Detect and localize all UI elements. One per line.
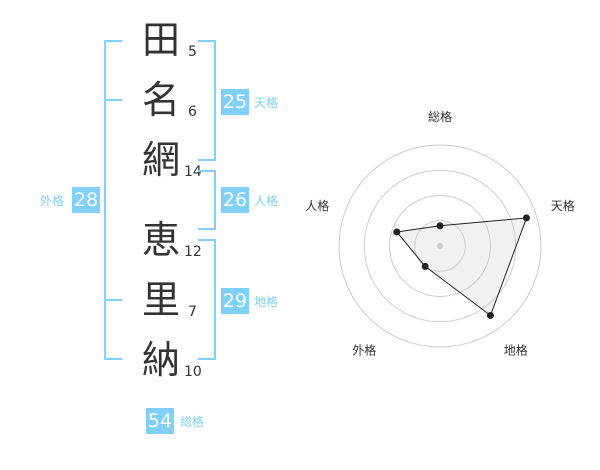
stroke-count-4: 12 bbox=[184, 244, 202, 260]
radar-axis-label: 外格 bbox=[352, 342, 376, 357]
radar-ring bbox=[389, 195, 491, 297]
gaikaku-bracket-tick bbox=[104, 99, 122, 101]
name-char-5: 里 bbox=[141, 278, 180, 322]
radar-polygon bbox=[395, 217, 528, 317]
chikaku-label: 地格 bbox=[254, 295, 279, 309]
radar-axis-label: 天格 bbox=[551, 198, 575, 213]
stroke-count-5: 7 bbox=[188, 304, 197, 320]
stroke-count-2: 6 bbox=[188, 104, 197, 120]
radar-axis-label: 総格 bbox=[428, 109, 452, 124]
radar-point bbox=[421, 262, 429, 270]
chikaku-badge: 29 bbox=[221, 288, 249, 314]
gaikaku-label: 外格 bbox=[40, 194, 65, 208]
radar-point bbox=[522, 214, 530, 222]
tenkaku-badge: 25 bbox=[221, 89, 249, 115]
gaikaku-bracket-tick bbox=[104, 299, 122, 301]
tenkaku-label: 天格 bbox=[254, 96, 279, 110]
chikaku-bracket bbox=[198, 239, 216, 360]
radar-ring bbox=[414, 220, 466, 272]
tenkaku-bracket bbox=[198, 40, 216, 161]
gaikaku-badge: 28 bbox=[72, 187, 100, 213]
name-char-1: 田 bbox=[141, 18, 180, 62]
soukaku-label: 総格 bbox=[180, 415, 205, 429]
stroke-count-1: 5 bbox=[188, 44, 197, 60]
stroke-count-6: 10 bbox=[184, 364, 202, 380]
radar-axis-label: 人格 bbox=[305, 198, 329, 213]
jinkaku-bracket bbox=[198, 170, 216, 230]
name-char-2: 名 bbox=[141, 78, 180, 122]
radar-point bbox=[486, 311, 494, 319]
name-char-3: 網 bbox=[141, 138, 180, 182]
gaikaku-bracket bbox=[104, 40, 122, 360]
radar-center bbox=[437, 243, 443, 249]
soukaku-badge: 54 bbox=[146, 408, 174, 434]
jinkaku-badge: 26 bbox=[221, 187, 249, 213]
radar-point bbox=[436, 222, 444, 230]
stroke-count-3: 14 bbox=[184, 164, 202, 180]
radar-ring bbox=[338, 144, 542, 348]
radar-point bbox=[393, 228, 401, 236]
jinkaku-label: 人格 bbox=[254, 194, 279, 208]
radar-axis-label: 地格 bbox=[504, 342, 528, 357]
name-char-4: 恵 bbox=[141, 218, 180, 262]
name-char-6: 納 bbox=[141, 338, 180, 382]
